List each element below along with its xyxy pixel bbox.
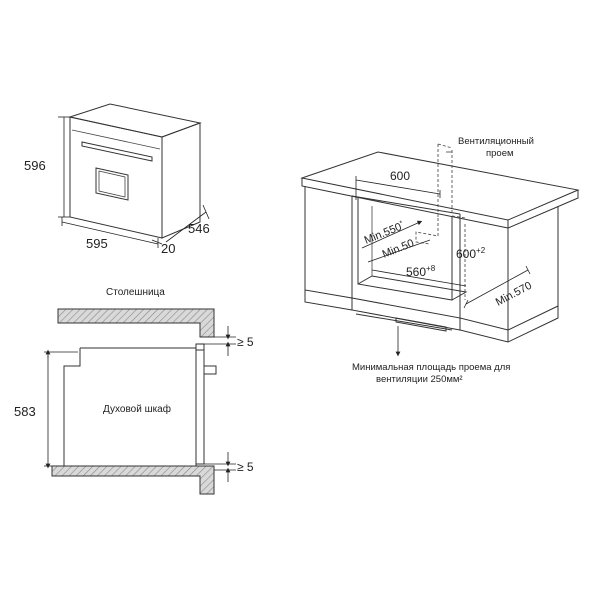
section-drawing: Духовой шкаф [51,308,217,495]
oven-top [68,103,202,138]
label-546: 546 [188,221,210,236]
oven-side [161,122,201,239]
label-gap-bottom: ≥ 5 [237,460,254,474]
vent-slot [395,317,447,332]
cabinet-top-side [507,190,579,229]
vent-dash-top [437,143,453,149]
oven-front [69,116,163,239]
countertop-slab [57,308,215,338]
oven-front-panel [195,343,205,465]
oven-section-back [63,348,81,466]
inner-top-dash [451,215,467,219]
oven-handle [81,141,153,162]
label-vent-line2: проем [486,148,514,159]
bottom-shelf-edge [355,313,453,331]
oven-window-inner [98,170,126,198]
dimension-gap-top: ≥ 5 [200,326,254,356]
label-560: 560+8 [406,264,436,279]
label-596: 596 [24,158,46,173]
dimension-offset-20: 20 [151,239,175,256]
vent-dash-bottom [415,218,439,245]
label-600-height: 600+2 [456,246,486,261]
label-min-50: Min.50 [381,237,416,260]
dimension-height-600: 600+2 [456,246,486,261]
dimension-width-600: 600 [355,169,441,200]
label-583: 583 [14,404,36,419]
label-vent-area-line2: вентиляции 250мм² [376,374,463,385]
dimension-min-570: Min.570 [463,265,534,309]
label-countertop: Столешница [106,287,165,298]
plinth-right [459,306,559,343]
vent-area-leader: Минимальная площадь проема для вентиляци… [352,326,510,385]
label-600: 600 [390,169,410,183]
niche-floor [357,275,468,301]
dimension-niche-583: 583 [14,349,78,469]
dimension-depth-546: 546 [165,204,210,243]
niche-inner [357,198,453,301]
oven-isometric [68,103,202,239]
bottom-shelf [51,465,215,495]
label-595: 595 [86,236,108,251]
label-vent-area-line1: Минимальная площадь проема для [352,362,510,373]
oven-window [95,167,129,201]
dimension-height-596: 596 [24,116,70,218]
dimension-gap-bottom: ≥ 5 [204,452,254,482]
cabinet-right-body [459,214,509,331]
bottom-shelf-front [351,297,461,331]
dimension-width-595: 595 [61,217,159,251]
dimension-width-560: 560+8 [371,264,467,287]
plinth-left [304,290,353,311]
label-vent-line1: Вентиляционный [458,136,534,147]
niche-top-edge [351,195,461,215]
vent-leader: Вентиляционный проем [446,136,534,159]
oven-knob [203,365,217,375]
label-min-570: Min.570 [494,280,534,309]
label-20: 20 [161,241,175,256]
cabinet-top-front [301,178,509,229]
oven-control-line [71,129,161,150]
label-oven: Духовой шкаф [103,403,171,415]
cabinet-isometric [300,143,580,343]
cabinet-left-body [304,186,353,299]
label-gap-top: ≥ 5 [237,335,254,349]
cabinet-top [300,151,580,221]
